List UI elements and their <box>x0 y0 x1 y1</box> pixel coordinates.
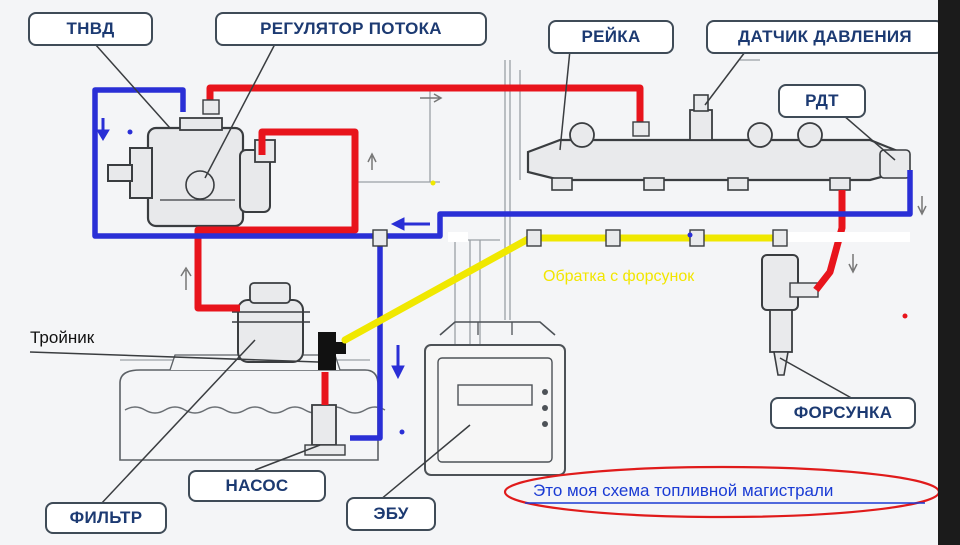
grey-flow-arrows <box>180 93 927 290</box>
label-injector: ФОРСУНКА <box>770 397 916 429</box>
return-line-white-section <box>782 232 910 242</box>
return-line-white-section <box>448 232 468 242</box>
label-ecu: ЭБУ <box>346 497 436 531</box>
label-tee: Тройник <box>30 328 95 347</box>
injector-return-line <box>341 234 776 344</box>
marker-dots <box>127 129 693 435</box>
fuel-tank <box>119 354 386 461</box>
label-tnvd: ТНВД <box>28 12 153 46</box>
label-pump: НАСОС <box>188 470 326 502</box>
note-author-caption: Это моя схема топливной магистрали <box>533 481 834 500</box>
monitor-bezel <box>938 0 960 545</box>
return-line-fittings <box>202 99 788 247</box>
flow-arrows <box>96 118 430 380</box>
ecu-unit <box>424 321 566 476</box>
label-rail: РЕЙКА <box>548 20 674 54</box>
marker-dot-yellow <box>430 180 436 186</box>
note-injector-return: Обратка с форсунок <box>543 268 695 285</box>
return-lines <box>92 87 913 441</box>
tee-fitting <box>318 332 336 370</box>
tnvd-pump-body <box>107 117 276 228</box>
label-leaders <box>29 43 896 506</box>
label-flow-regulator: РЕГУЛЯТОР ПОТОКА <box>215 12 487 46</box>
tee-fitting-side <box>334 342 346 354</box>
pressure-sensor-body <box>689 94 713 141</box>
label-pressure-sensor: ДАТЧИК ДАВЛЕНИЯ <box>706 20 944 54</box>
label-filter: ФИЛЬТР <box>45 502 167 534</box>
fuel-rail-body <box>526 122 911 191</box>
label-rdt: РДТ <box>778 84 866 118</box>
filter-body <box>232 282 310 363</box>
pump-body <box>304 404 346 456</box>
marker-dot-red <box>902 313 908 319</box>
injector-body <box>761 254 819 376</box>
